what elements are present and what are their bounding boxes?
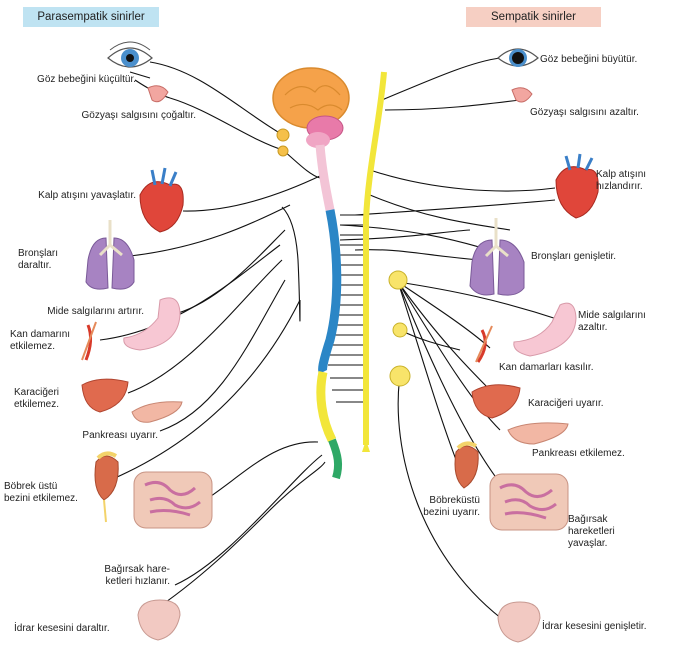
inferior-mesenteric-ganglion <box>389 365 411 387</box>
right-label-heart: Kalp atışını hızlandırır. <box>596 169 647 192</box>
superior-mesenteric-ganglion <box>392 322 408 338</box>
heart-icon <box>555 153 599 219</box>
left-label-adrenal: Böbrek üstü bezini etkilemez. <box>4 481 78 504</box>
right-label-pancreas: Pankreası etkilemez. <box>532 448 625 459</box>
lungs-icon <box>85 220 135 290</box>
right-label-liver: Karaciğeri uyarır. <box>528 398 604 409</box>
kidney-adrenal-icon <box>94 451 119 523</box>
lacrimal-gland-icon <box>511 87 533 103</box>
right-label-adrenal: Böbreküstü bezini uyarır. <box>423 495 480 518</box>
left-label-vessel: Kan damarını etkilemez. <box>10 329 71 352</box>
left-label-pancreas: Pankreası uyarır. <box>82 430 158 441</box>
left-label-heart: Kalp atışını yavaşlatır. <box>38 190 136 201</box>
left-label-liver: Karaciğeri etkilemez. <box>14 387 60 410</box>
right-label-stomach: Mide salgılarını azaltır. <box>578 310 646 333</box>
ciliary-ganglion <box>276 128 290 142</box>
bladder-icon <box>137 599 181 641</box>
intestine-icon <box>489 473 569 531</box>
sympathetic-header: Sempatik sinirler <box>466 7 601 27</box>
pancreas-icon <box>507 422 569 445</box>
right-label-intestine: Bağırsak hareketleri yavaşlar. <box>568 514 615 549</box>
lacrimal-gland-icon <box>147 85 169 103</box>
left-label-pupil: Göz bebeğini küçültür. <box>37 74 136 85</box>
lungs-icon <box>469 218 525 296</box>
celiac-ganglion <box>388 270 408 290</box>
liver-icon <box>81 378 129 413</box>
intestine-icon <box>133 471 213 529</box>
left-label-bladder: İdrar kesesini daraltır. <box>14 623 110 634</box>
pterygopalatine-ganglion <box>277 145 289 157</box>
stomach-icon <box>123 297 181 351</box>
kidney-adrenal-icon <box>454 441 479 489</box>
left-label-intestine: Bağırsak hare- ketleri hızlanır. <box>104 564 170 587</box>
blood-vessel-icon <box>475 325 493 363</box>
pancreas-icon <box>131 401 183 423</box>
right-label-vessel: Kan damarları kasılır. <box>499 362 594 373</box>
left-label-stomach: Mide salgılarını artırır. <box>47 306 144 317</box>
right-label-bronchi: Bronşları genişletir. <box>531 251 617 262</box>
eye-icon <box>107 41 153 68</box>
right-label-lacrimal: Gözyaşı salgısını azaltır. <box>530 107 639 118</box>
spinal-cord <box>272 67 411 480</box>
liver-icon <box>471 384 521 419</box>
right-label-pupil: Göz bebeğini büyütür. <box>540 54 638 65</box>
left-label-bronchi: Bronşları daraltır. <box>18 248 59 271</box>
heart-icon <box>139 167 184 233</box>
eye-icon <box>497 48 539 67</box>
left-label-lacrimal: Gözyaşı salgısını çoğaltır. <box>81 110 197 121</box>
right-label-bladder: İdrar kesesini genişletir. <box>542 621 647 632</box>
parasympathetic-header: Parasempatik sinirler <box>23 7 159 27</box>
brain-icon <box>272 67 350 148</box>
bladder-icon <box>497 601 541 643</box>
stomach-icon <box>513 302 577 357</box>
blood-vessel-icon <box>81 321 97 361</box>
